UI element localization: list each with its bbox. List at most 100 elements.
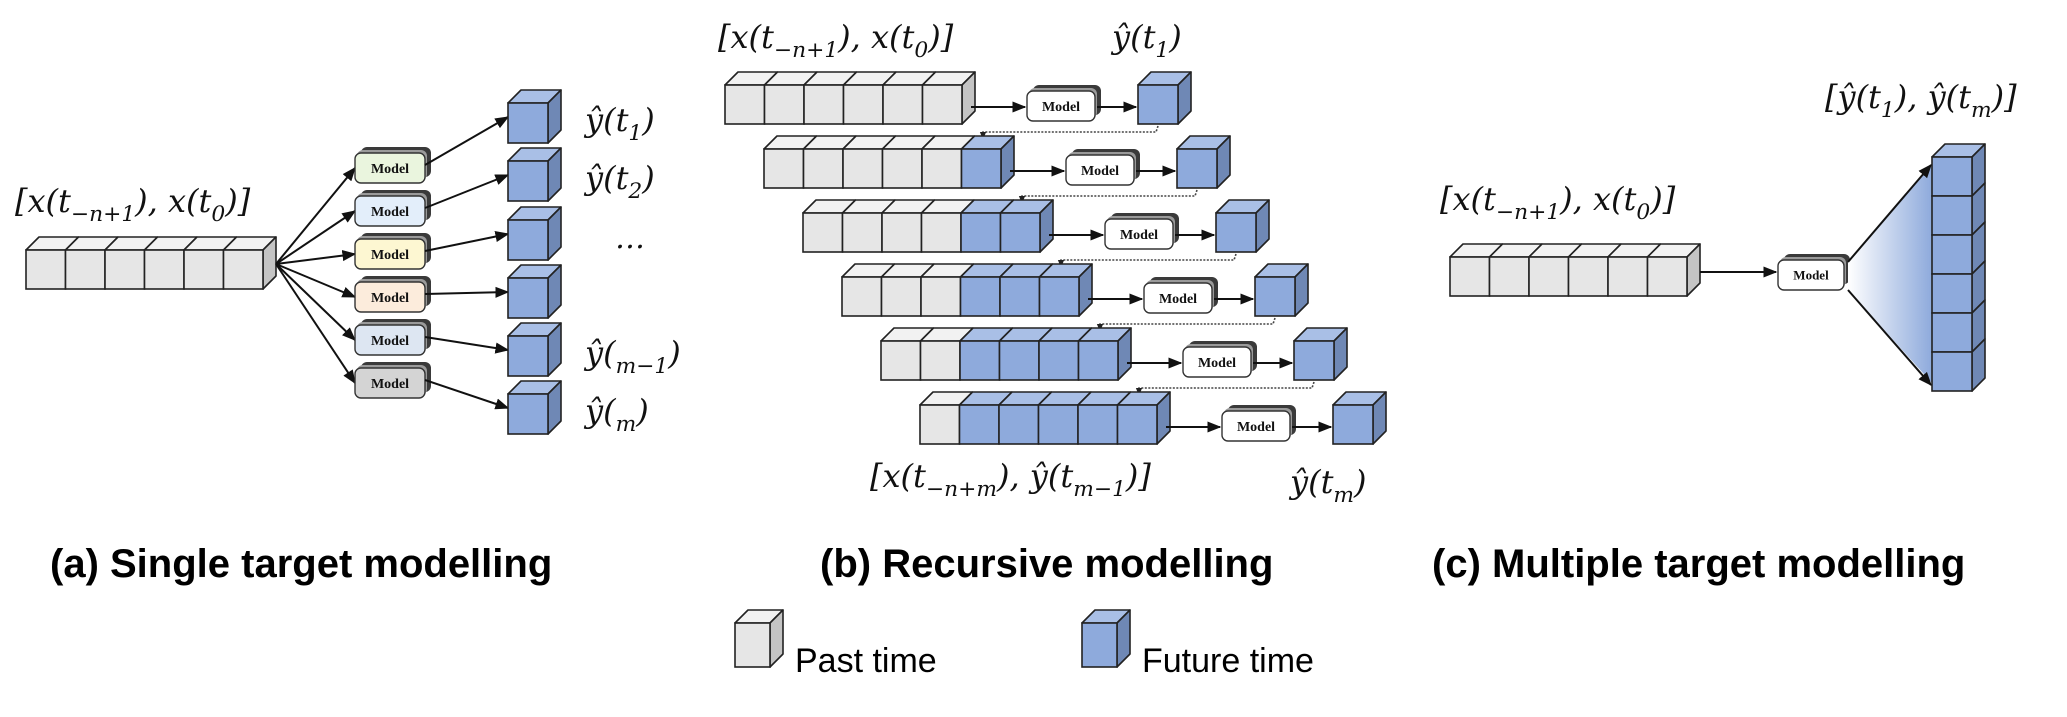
model-label: Model <box>371 205 409 220</box>
cell-front-face <box>1931 234 1973 275</box>
cell-front-face <box>1116 404 1158 445</box>
cell-front-face <box>143 249 185 290</box>
caption-single-target: (a) Single target modelling <box>50 542 552 586</box>
future-time-cell <box>1038 327 1093 381</box>
cell-front-face <box>104 249 146 290</box>
past-time-cell <box>143 236 198 290</box>
cell-front-face <box>1931 351 1973 392</box>
past-time-cell <box>921 71 976 125</box>
past-time-cell <box>1646 243 1701 297</box>
input-sequence <box>1449 243 1701 297</box>
cell-front-face <box>222 249 264 290</box>
cell-front-face <box>919 340 961 381</box>
subscript: m−1 <box>616 354 669 379</box>
input-to-model-arrow <box>275 166 356 265</box>
cell-front-face <box>1081 622 1118 668</box>
model-box-face <box>354 281 426 313</box>
label-part: ŷ(t <box>583 159 629 197</box>
cell-front-face <box>1646 256 1688 297</box>
model-box-face <box>1182 346 1252 378</box>
future-time-cell <box>960 135 1015 189</box>
model-box-face <box>1221 410 1291 442</box>
past-time-cell <box>222 236 277 290</box>
label-part: [x(t <box>718 18 774 56</box>
recursive-input-sequence <box>880 327 1132 381</box>
cell-front-face <box>1137 84 1179 125</box>
model-box: Model <box>1221 405 1296 442</box>
cell-front-face <box>1037 404 1079 445</box>
past-time-cell <box>880 263 935 317</box>
past-time-cell <box>841 199 896 253</box>
model-to-output-arrow <box>424 379 510 410</box>
output-column <box>1931 143 1986 392</box>
output-fan-gradient <box>1848 165 1932 383</box>
past-time-cell <box>841 263 896 317</box>
model-label: Model <box>1237 420 1275 435</box>
subscript: 0 <box>211 202 225 227</box>
input-to-model-arrow <box>275 263 356 385</box>
label-part: ), ŷ(t <box>996 457 1073 495</box>
model-label: Model <box>371 334 409 349</box>
past-time-cell <box>1488 243 1543 297</box>
past-time-cell <box>921 135 976 189</box>
future-time-cell <box>959 327 1014 381</box>
model-box-face <box>354 152 426 184</box>
output-cell <box>507 206 562 261</box>
cell-front-face <box>1038 340 1080 381</box>
past-time-cell <box>880 327 935 381</box>
panel-recursive: [x(t−n+1), x(t0)]ŷ(t1)ModelModelModelMod… <box>718 18 1387 508</box>
input-sequence-label: [x(t−n+1), x(t0)] <box>15 182 251 227</box>
output-cell <box>1931 338 1986 392</box>
output-cell <box>1215 199 1270 253</box>
cell-front-face <box>960 212 1002 253</box>
cell-front-face <box>1931 273 1973 314</box>
model-box: Model <box>1182 341 1257 378</box>
model-box-face <box>354 367 426 399</box>
past-time-cell <box>1567 243 1622 297</box>
legend-label: Future time <box>1142 642 1314 680</box>
label-part: … <box>615 221 645 256</box>
subscript: m <box>1971 98 1992 123</box>
past-time-cell <box>802 135 857 189</box>
cell-front-face <box>882 84 924 125</box>
model-box-face <box>1026 90 1096 122</box>
cell-front-face <box>507 277 549 319</box>
cell-front-face <box>1567 256 1609 297</box>
cell-front-face <box>802 212 844 253</box>
cell-front-face <box>920 276 962 317</box>
cell-front-face <box>880 276 922 317</box>
output-label: ŷ(t1) <box>583 101 655 146</box>
cell-front-face <box>183 249 225 290</box>
cell-front-face <box>958 404 1000 445</box>
past-time-cell <box>842 135 897 189</box>
label-part: ) <box>641 159 654 197</box>
model-label: Model <box>1120 228 1158 243</box>
subscript: m−1 <box>1073 477 1126 502</box>
model-to-output-arrow <box>424 116 510 166</box>
label-part: [x(t <box>870 457 926 495</box>
legend-swatch-future <box>1081 609 1131 668</box>
input-sequence <box>25 236 277 290</box>
output-cell <box>1931 260 1986 314</box>
output-cell <box>507 147 562 202</box>
label-part: ) <box>641 101 654 139</box>
label-part: ) <box>635 392 648 430</box>
label-part: ) <box>1353 463 1366 501</box>
model-box-face <box>354 238 426 270</box>
label-part: )] <box>1125 457 1151 495</box>
label-part: )] <box>927 18 953 56</box>
input-to-model-arrow <box>275 263 357 298</box>
model-box-face <box>1143 282 1213 314</box>
cell-front-face <box>959 340 1001 381</box>
cell-front-face <box>1293 340 1335 381</box>
cell-front-face <box>507 219 549 261</box>
input-to-model-arrow <box>275 263 357 341</box>
subscript: 1 <box>1155 38 1169 63</box>
output-cell <box>1293 327 1348 381</box>
output-cell <box>507 89 562 144</box>
cell-front-face <box>1488 256 1530 297</box>
cell-front-face <box>1215 212 1257 253</box>
cell-front-face <box>920 212 962 253</box>
cell-front-face <box>919 404 961 445</box>
